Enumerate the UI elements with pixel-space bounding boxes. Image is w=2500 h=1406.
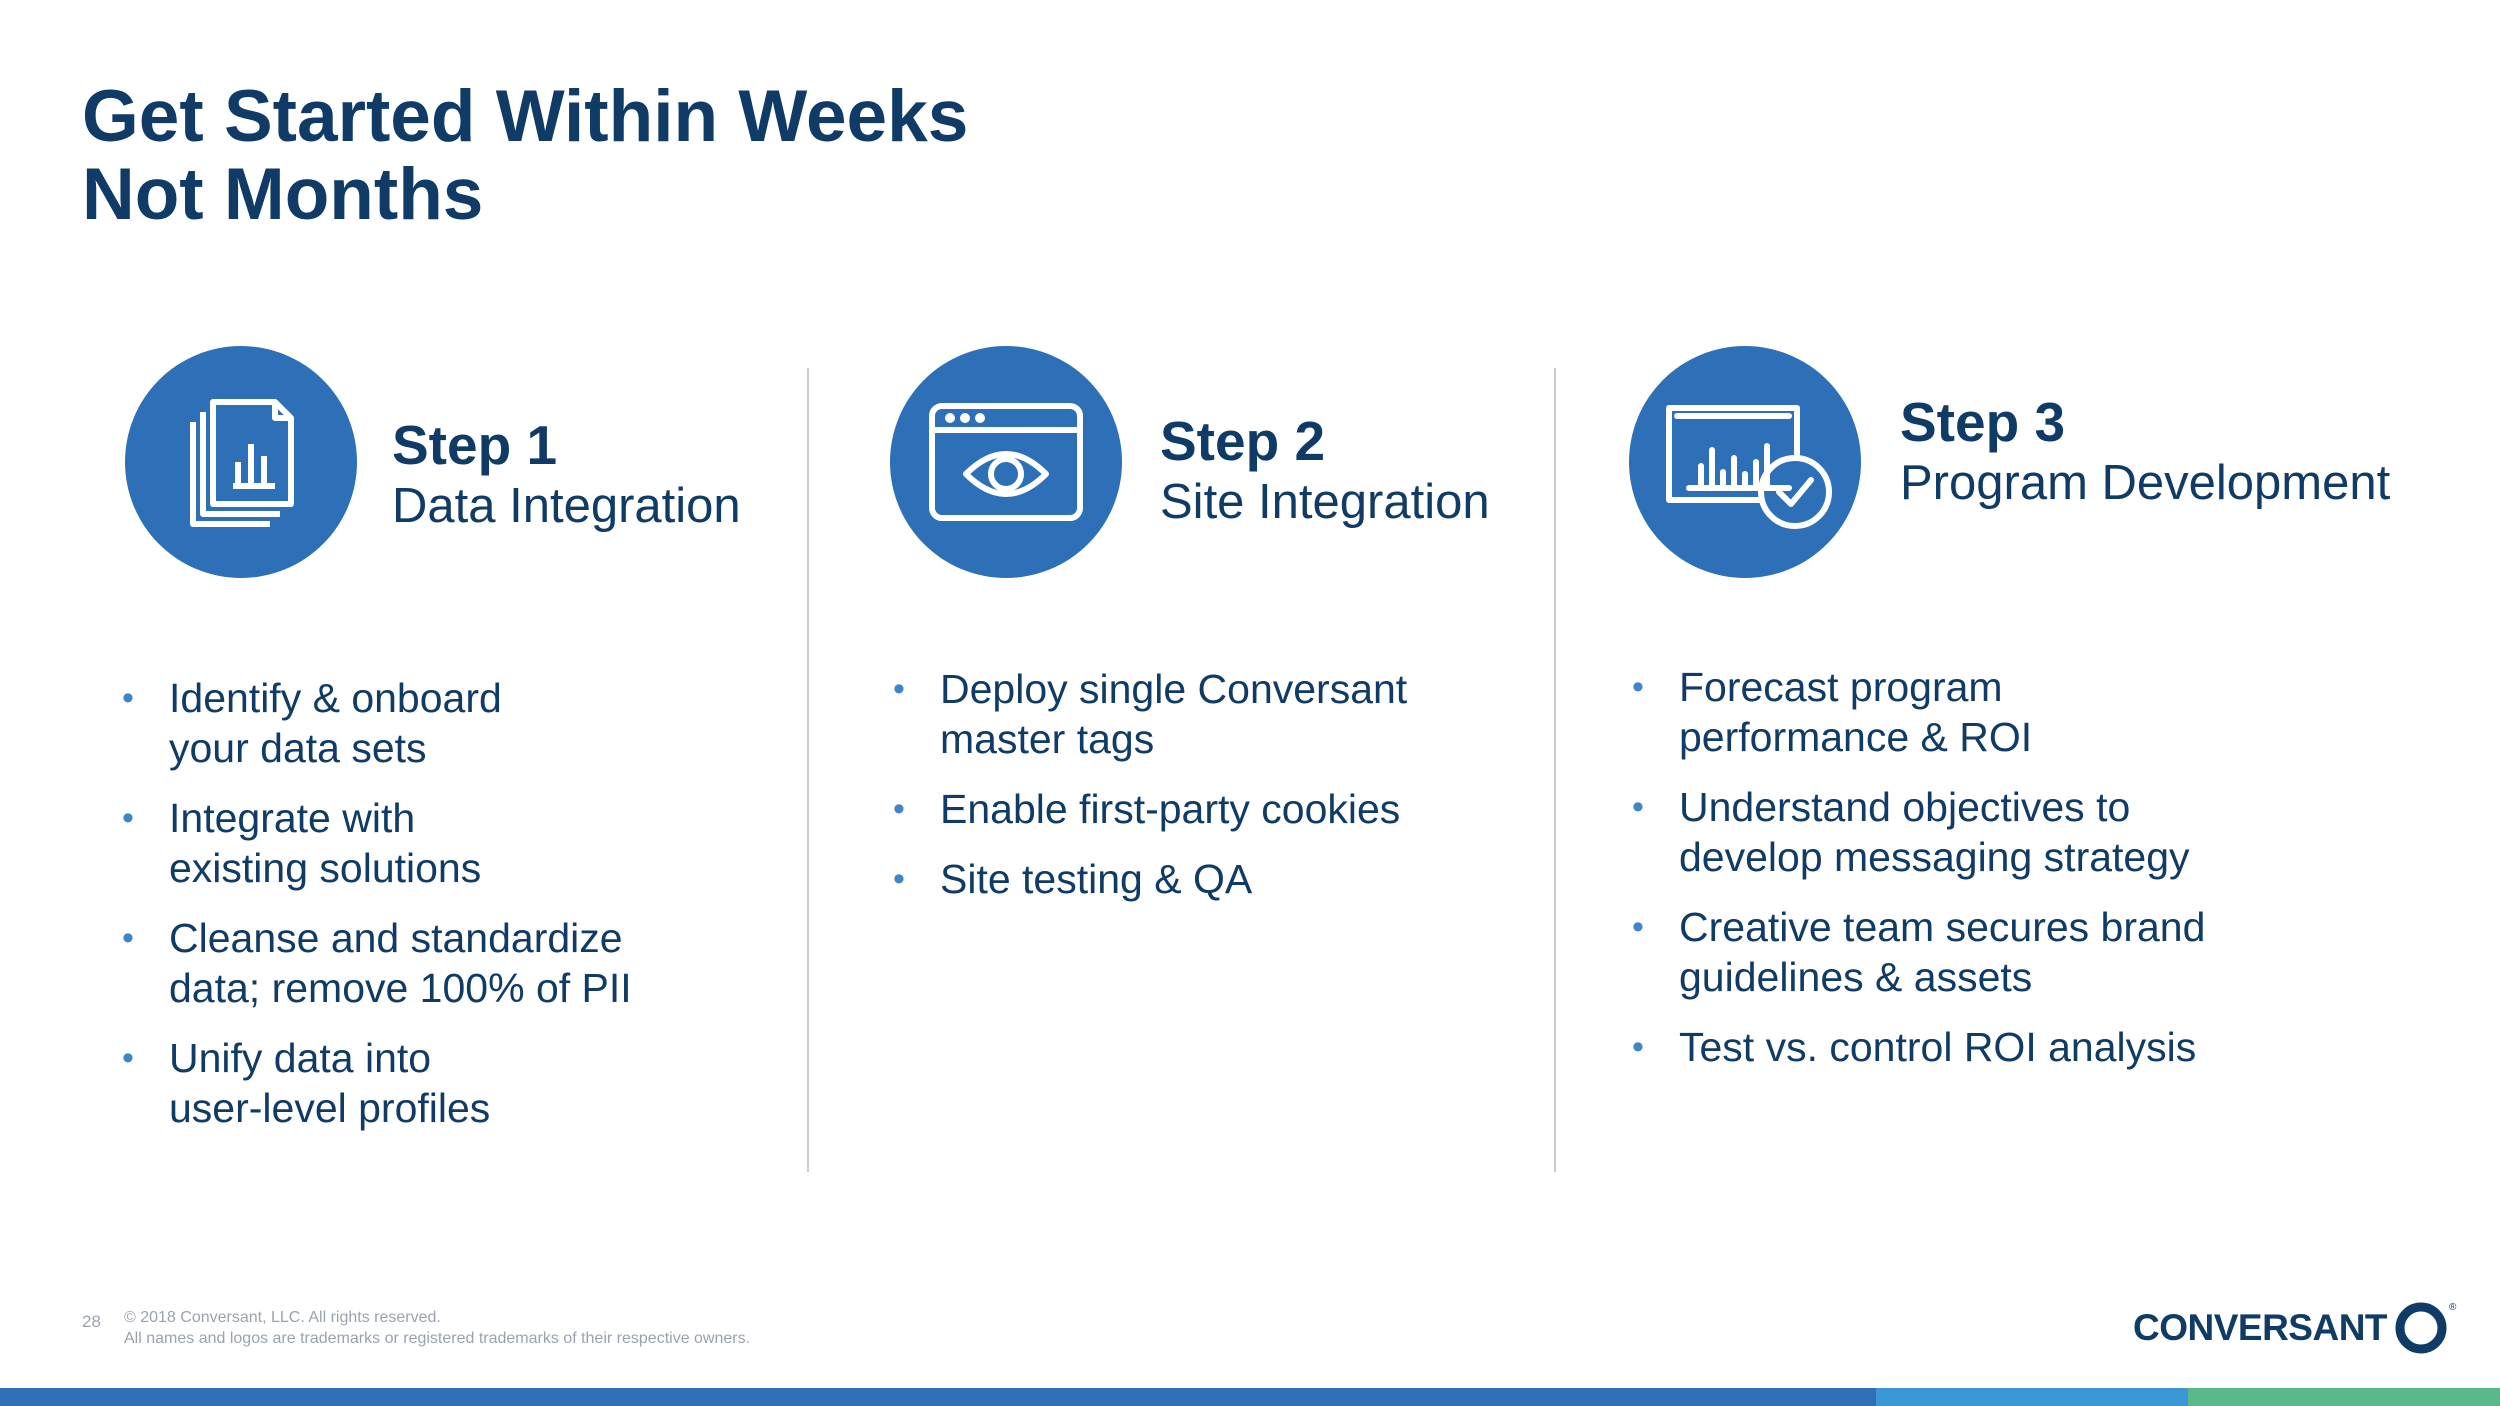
page-title: Get Started Within Weeks Not Months — [82, 78, 968, 234]
step-3-name: Program Development — [1900, 456, 2391, 510]
list-item: •Site testing & QA — [893, 856, 1253, 902]
list-item: •Unify data into user-level profiles — [122, 1035, 491, 1131]
step-2-name: Site Integration — [1160, 475, 1490, 529]
copyright-notice: © 2018 Conversant, LLC. All rights reser… — [124, 1307, 750, 1349]
list-item: •Creative team secures brand guidelines … — [1632, 904, 2206, 1000]
column-divider-2 — [1554, 368, 1556, 1172]
step-2-number: Step 2 — [1160, 410, 1326, 472]
column-divider-1 — [807, 368, 809, 1172]
copyright-line-1: © 2018 Conversant, LLC. All rights reser… — [124, 1309, 441, 1326]
list-item: •Cleanse and standardize data; remove 10… — [122, 915, 632, 1011]
bar-segment-green — [2188, 1388, 2500, 1406]
registered-mark: ® — [2449, 1302, 2457, 1313]
conversant-logo: CONVERSANT ® — [2133, 1298, 2456, 1358]
logo-text: CONVERSANT — [2133, 1307, 2388, 1348]
step-1-heading: Step 1 Data Integration — [392, 414, 741, 536]
copyright-line-2: All names and logos are trademarks or re… — [124, 1330, 751, 1347]
documents-chart-icon — [190, 399, 294, 527]
title-line-2: Not Months — [82, 154, 484, 235]
list-item: •Integrate with existing solutions — [122, 795, 482, 891]
list-item: •Identify & onboard your data sets — [122, 675, 502, 771]
bottom-color-bar — [0, 1388, 2500, 1406]
bar-segment-light-blue — [1876, 1388, 2188, 1406]
list-item: •Test vs. control ROI analysis — [1632, 1024, 2197, 1070]
dashboard-check-icon — [1666, 405, 1832, 529]
step-3-icon-circle — [1629, 346, 1861, 578]
list-item: •Deploy single Conversant master tags — [893, 666, 1408, 762]
step-1-number: Step 1 — [392, 414, 558, 476]
logo-ring-icon — [2395, 1302, 2447, 1354]
step-2-heading: Step 2 Site Integration — [1160, 410, 1490, 532]
bar-segment-dark-blue — [0, 1388, 1876, 1406]
step-1-name: Data Integration — [392, 479, 741, 533]
browser-eye-icon — [929, 403, 1083, 521]
list-item: •Forecast program performance & ROI — [1632, 664, 2033, 760]
step-2-icon-circle — [890, 346, 1122, 578]
step-1-bullet-list: •Identify & onboard your data sets •Inte… — [122, 673, 632, 1153]
step-1-icon-circle — [125, 346, 357, 578]
page-number: 28 — [82, 1312, 101, 1331]
step-3-heading: Step 3 Program Development — [1900, 391, 2390, 513]
step-2-bullet-list: •Deploy single Conversant master tags •E… — [893, 664, 1407, 924]
step-3-number: Step 3 — [1900, 391, 2066, 453]
list-item: •Enable first-party cookies — [893, 786, 1401, 832]
list-item: •Understand objectives to develop messag… — [1632, 784, 2190, 880]
step-3-bullet-list: •Forecast program performance & ROI •Und… — [1632, 662, 2205, 1092]
title-line-1: Get Started Within Weeks — [82, 76, 969, 157]
